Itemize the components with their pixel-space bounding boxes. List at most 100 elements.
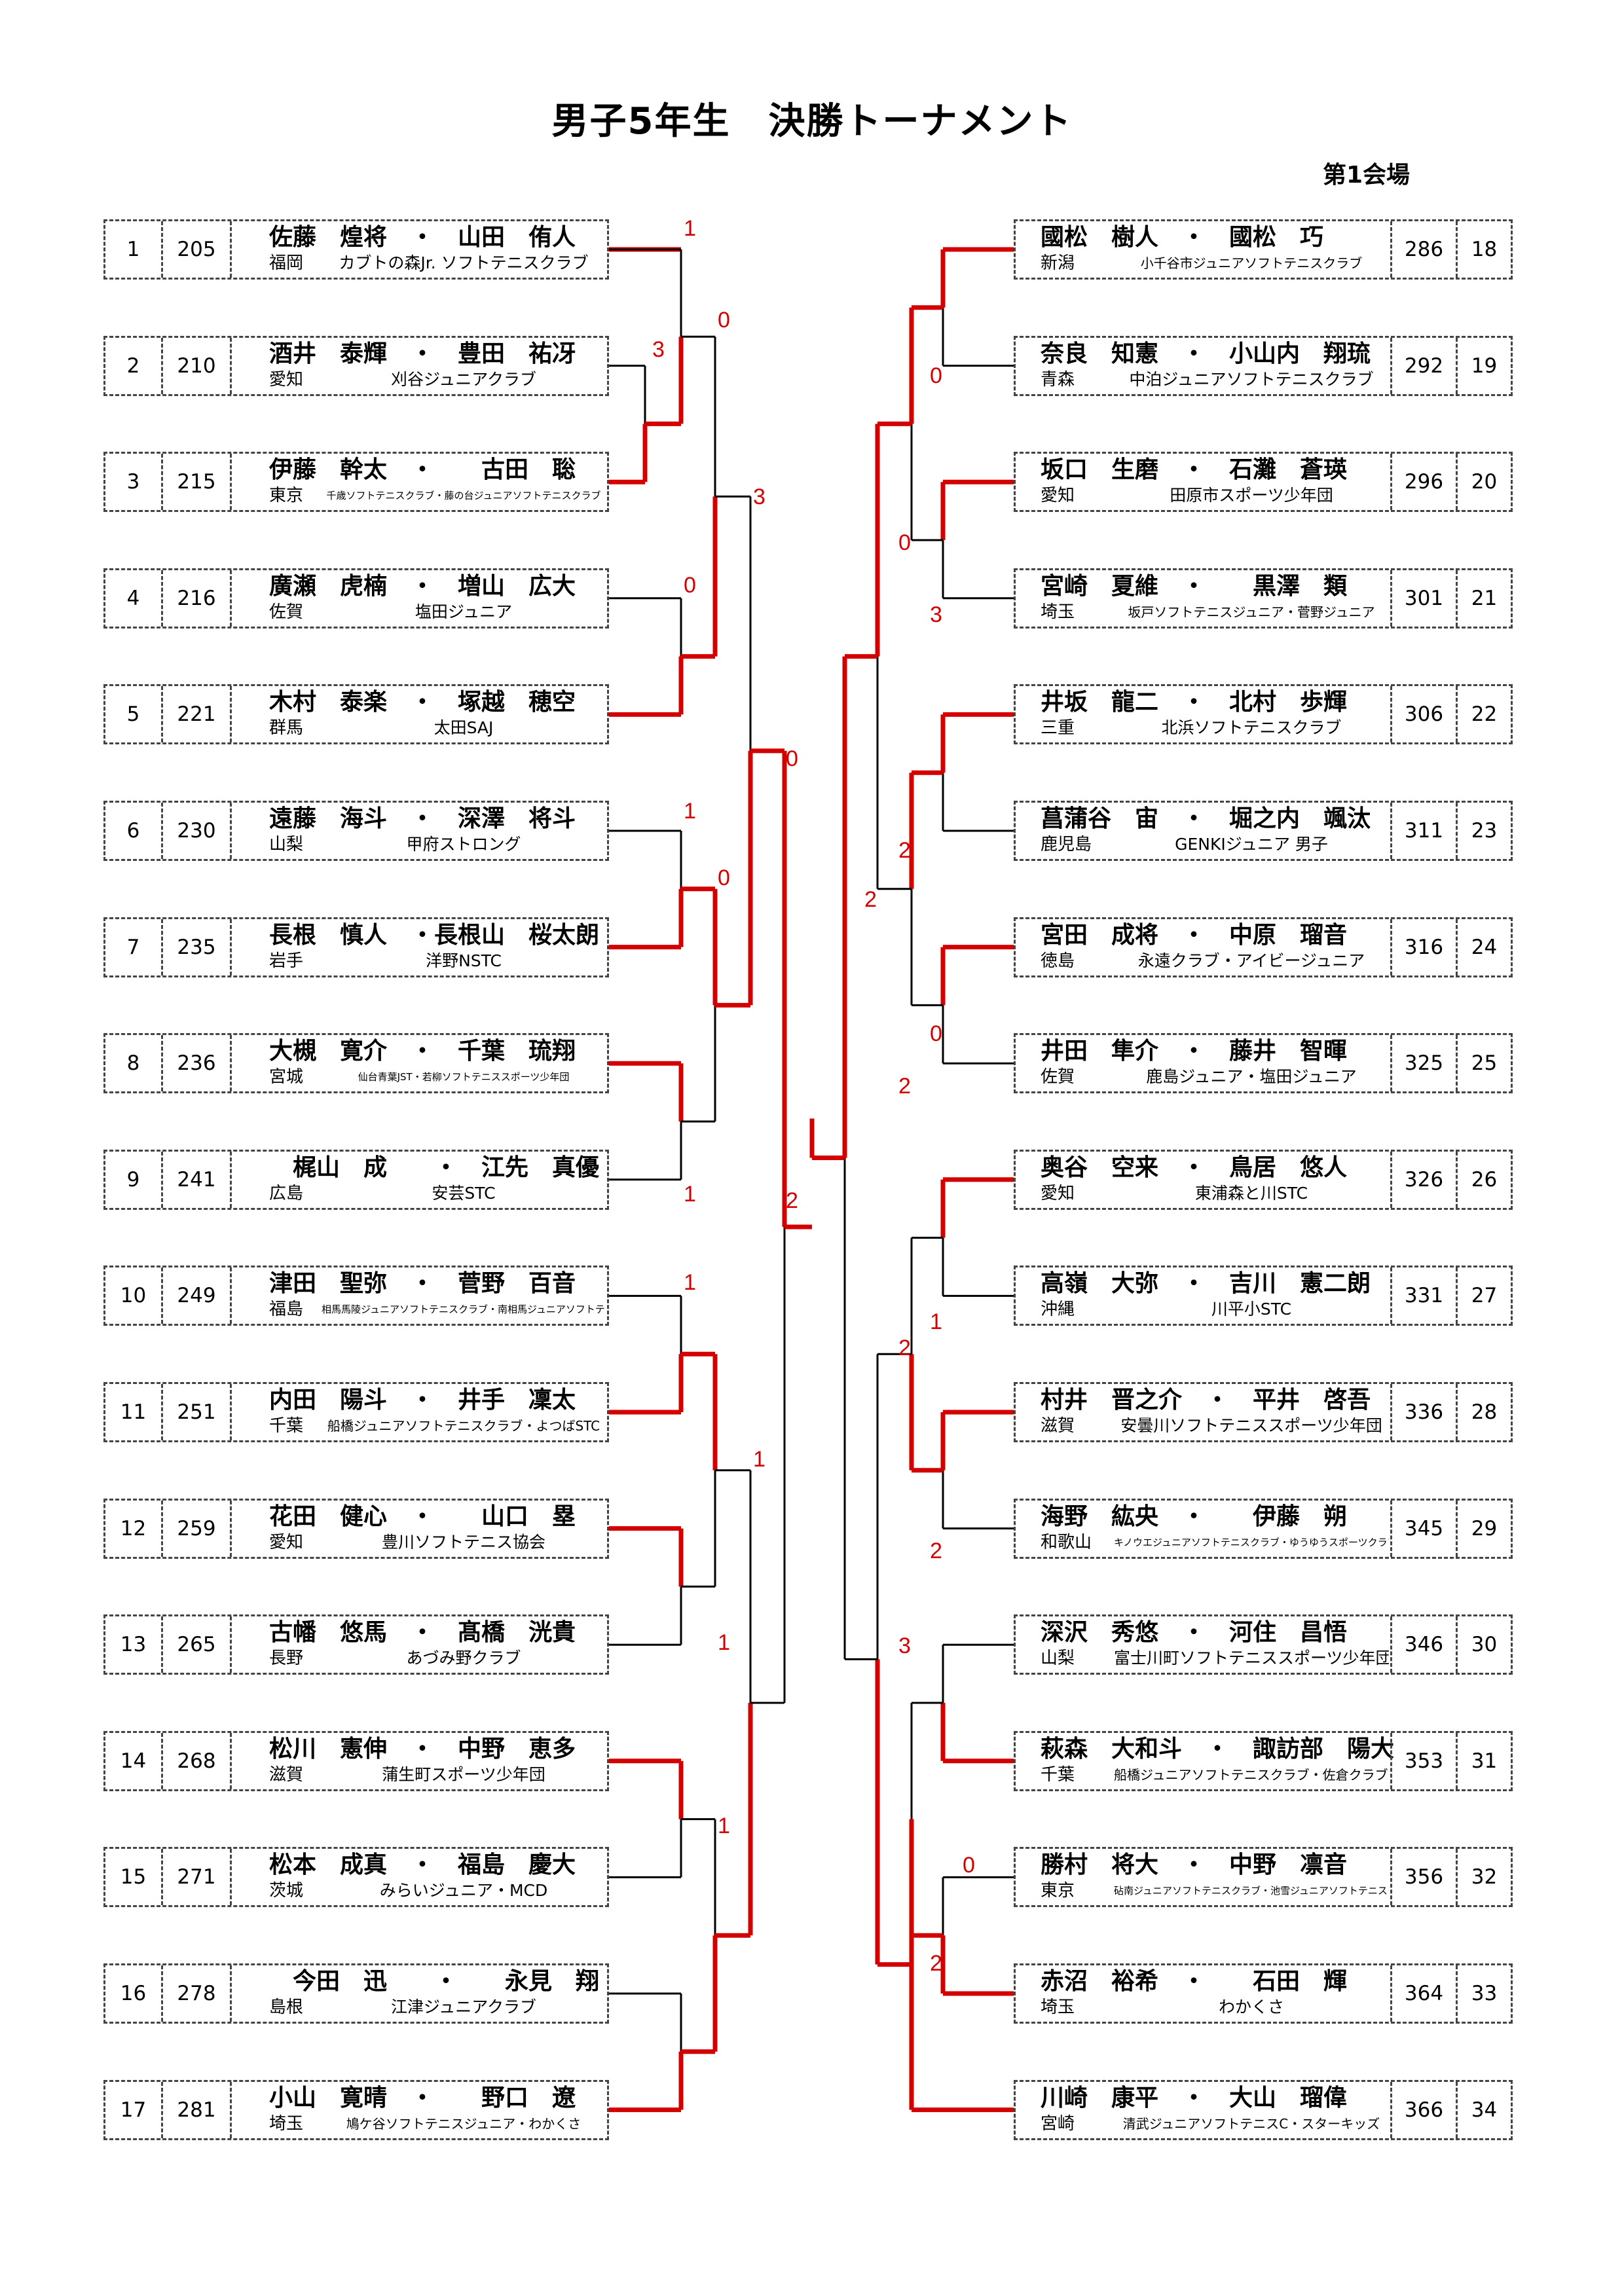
- entry-id: 356: [1390, 1849, 1456, 1906]
- club-name: 鳩ケ谷ソフトテニスジュニア・わかくさ: [346, 2115, 581, 2132]
- player-names: 井坂 龍二 ・ 北村 歩輝: [1041, 689, 1348, 716]
- seed-number: 7: [105, 919, 163, 975]
- score-label: 1: [684, 1182, 696, 1207]
- score-label: 2: [898, 1336, 911, 1360]
- player-names: 津田 聖弥 ・ 菅野 百音: [269, 1270, 576, 1298]
- score-label: 1: [684, 799, 696, 824]
- prefecture: 徳島: [1041, 951, 1075, 971]
- player-names: 遠藤 海斗 ・ 深澤 将斗: [269, 805, 576, 832]
- page-title: 男子5年生 決勝トーナメント: [551, 100, 1073, 143]
- seed-number: 6: [105, 803, 163, 859]
- score-label: 1: [718, 1630, 730, 1655]
- prefecture: 島根: [269, 1997, 304, 2017]
- club-name: キノウエジュニアソフトテニスクラブ・ゆうゆうスポーツクラブ海南: [1114, 1536, 1389, 1548]
- club-name: 甲府ストロング: [406, 835, 521, 854]
- entry-id: 230: [163, 803, 232, 859]
- seed-number: 8: [105, 1035, 163, 1092]
- score-label: 1: [684, 1270, 696, 1295]
- prefecture: 広島: [269, 1183, 304, 1203]
- club-name: 洋野NSTC: [426, 951, 502, 970]
- score-label: 1: [753, 1447, 766, 1472]
- seed-number: 2: [105, 337, 163, 394]
- seed-number: 14: [105, 1732, 163, 1789]
- player-names: 赤沼 裕希 ・ 石田 輝: [1041, 1968, 1348, 1995]
- entry-id: 265: [163, 1616, 232, 1673]
- entry-id: 216: [163, 570, 232, 627]
- player-names: 海野 紘央 ・ 伊藤 朔: [1041, 1503, 1348, 1530]
- score-label: 1: [718, 1813, 730, 1838]
- entry-id: 345: [1390, 1500, 1456, 1557]
- entry-id: 296: [1390, 454, 1456, 511]
- club-name: 仙台青葉JST・若柳ソフトテニススポーツ少年団: [358, 1071, 570, 1084]
- prefecture: 東京: [1041, 1881, 1075, 1901]
- club-name: 刈谷ジュニアクラブ: [390, 369, 536, 389]
- club-name: 江津ジュニアクラブ: [390, 1997, 536, 2016]
- club-name: 船橋ジュニアソフトテニスクラブ・佐倉クラブジュニア: [1114, 1766, 1389, 1783]
- club-name: 砧南ジュニアソフトテニスクラブ・池雪ジュニアソフトテニスクラブ: [1114, 1885, 1389, 1897]
- seed-number: 10: [105, 1267, 163, 1324]
- prefecture: 愛知: [1041, 1183, 1075, 1203]
- seed-number: 21: [1456, 570, 1511, 627]
- entry-id: 221: [163, 686, 232, 743]
- prefecture: 新潟: [1041, 253, 1075, 273]
- entry-id: 205: [163, 221, 232, 278]
- club-name: 北浜ソフトテニスクラブ: [1161, 718, 1342, 738]
- entry-id: 236: [163, 1035, 232, 1092]
- prefecture: 佐賀: [1041, 1067, 1075, 1087]
- score-label: 3: [898, 1633, 911, 1658]
- score-label: 0: [963, 1853, 975, 1878]
- prefecture: 東京: [269, 486, 304, 506]
- club-name: 田原市スポーツ少年団: [1170, 486, 1333, 505]
- prefecture: 愛知: [269, 369, 304, 390]
- club-name: 富士川町ソフトテニススポーツ少年団: [1114, 1649, 1389, 1668]
- entry-id: 364: [1390, 1965, 1456, 2022]
- entry-id: 331: [1390, 1267, 1456, 1324]
- player-names: 酒井 泰輝 ・ 豊田 祐冴: [269, 340, 576, 367]
- club-name: 東浦森と川STC: [1194, 1183, 1308, 1203]
- club-name: 塩田ジュニア: [415, 602, 513, 621]
- player-names: 菖蒲谷 宙 ・ 堀之内 颯汰: [1041, 805, 1371, 832]
- club-name: 船橋ジュニアソフトテニスクラブ・よつばSTC: [327, 1418, 600, 1434]
- prefecture: 福島: [269, 1300, 304, 1320]
- prefecture: 茨城: [269, 1881, 304, 1901]
- prefecture: 佐賀: [269, 602, 304, 622]
- prefecture: 長野: [269, 1649, 304, 1669]
- seed-number: 22: [1456, 686, 1511, 743]
- entry-id: 249: [163, 1267, 232, 1324]
- seed-number: 9: [105, 1151, 163, 1208]
- prefecture: 福岡: [269, 253, 304, 273]
- score-label: 3: [753, 484, 766, 509]
- entry-id: 325: [1390, 1035, 1456, 1092]
- entry-id: 251: [163, 1384, 232, 1440]
- player-names: 坂口 生磨 ・ 石灘 蒼瑛: [1041, 456, 1348, 484]
- club-name: わかくさ: [1218, 1997, 1284, 2016]
- entry-id: 278: [163, 1965, 232, 2022]
- player-names: 高嶺 大弥 ・ 吉川 憲二朗: [1041, 1270, 1371, 1298]
- seed-number: 33: [1456, 1965, 1511, 2022]
- prefecture: 埼玉: [1041, 602, 1075, 622]
- entry-id: 326: [1390, 1151, 1456, 1208]
- player-names: 宮崎 夏維 ・ 黒澤 類: [1041, 572, 1348, 600]
- seed-number: 12: [105, 1500, 163, 1557]
- player-names: 木村 泰楽 ・ 塚越 穂空: [269, 689, 576, 716]
- entry-id: 235: [163, 919, 232, 975]
- prefecture: 愛知: [269, 1532, 304, 1552]
- club-name: 蒲生町スポーツ少年団: [382, 1764, 545, 1784]
- seed-number: 17: [105, 2081, 163, 2138]
- seed-number: 28: [1456, 1384, 1511, 1440]
- seed-number: 24: [1456, 919, 1511, 975]
- club-name: カブトの森Jr. ソフトテニスクラブ: [339, 253, 589, 272]
- player-names: 國松 樹人 ・ 國松 巧: [1041, 224, 1324, 251]
